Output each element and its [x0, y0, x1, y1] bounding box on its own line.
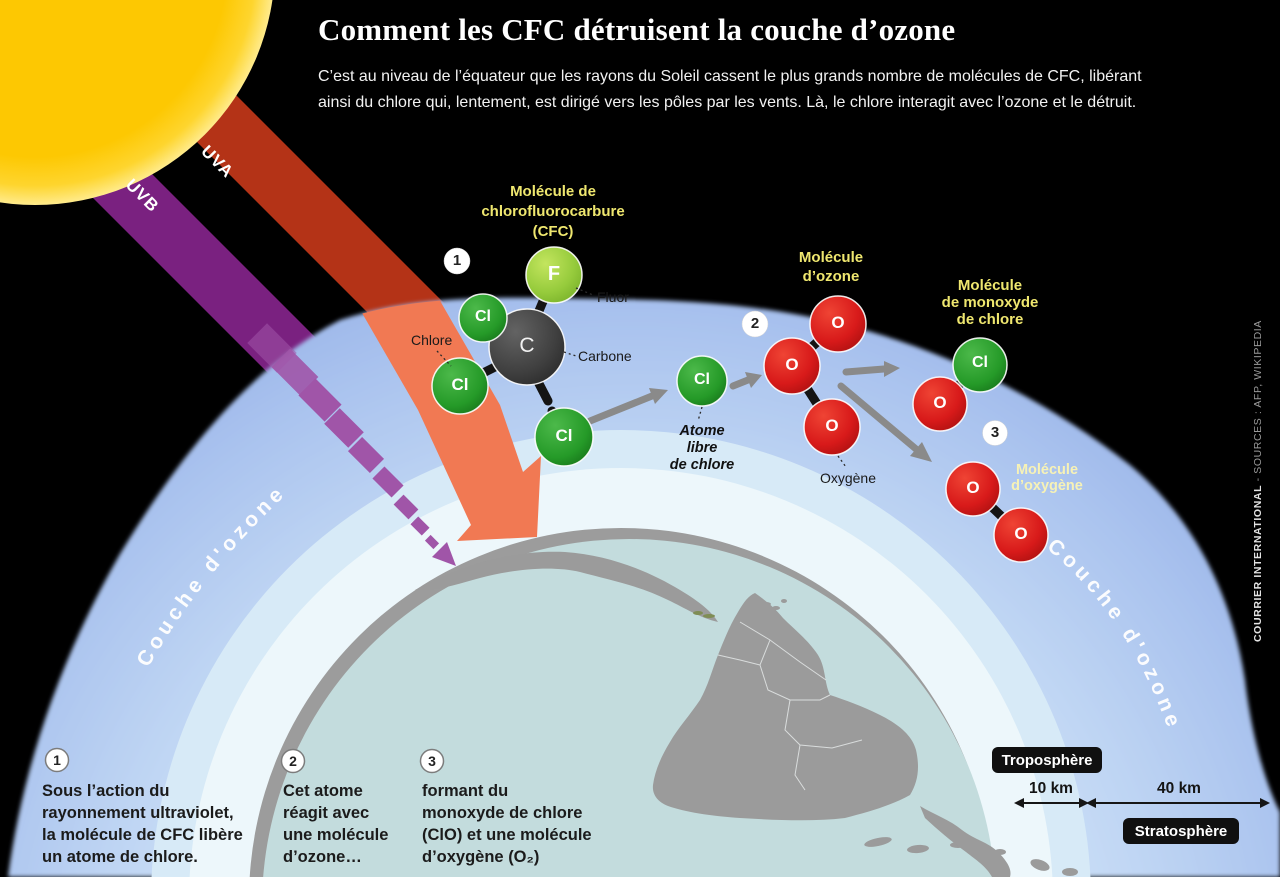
sun: [0, 0, 273, 205]
page-subtitle: C’est au niveau de l’équateur que les ra…: [318, 64, 1218, 116]
atom-oxygen-ozone-mid: [763, 337, 821, 395]
legend-3-line4: d’oxygène (O₂): [422, 848, 540, 866]
atom-oxygen-o2-top: [945, 461, 1001, 517]
chlorine-symbol-1: Cl: [475, 308, 491, 325]
clo-title-line2: de monoxyde: [941, 294, 1039, 311]
step-circles: [44, 247, 1008, 774]
fluor-callout: Fluor: [597, 289, 629, 305]
atom-chlorine-1: [458, 293, 508, 343]
legend-3-line3: (ClO) et une molécule: [422, 826, 592, 844]
legend-2-line3: une molécule: [283, 826, 389, 844]
legend-2-line2: réagit avec: [283, 804, 370, 822]
atom-chlorine-clo: [952, 337, 1008, 393]
free-chlorine-label: Atome libre de chlore: [642, 423, 762, 474]
clo-title-line1: Molécule: [957, 277, 1023, 294]
step-2-marker: 2: [750, 315, 760, 332]
atom-oxygen-clo: [912, 376, 968, 432]
atom-oxygen-ozone-bot: [803, 398, 861, 456]
ozone-title-line1: Molécule: [798, 249, 864, 266]
reaction-arrows: [586, 361, 932, 462]
oxygen-symbol-ozone-bot: O: [825, 416, 839, 435]
chlore-callout: Chlore: [411, 332, 453, 348]
legend-2-number: 2: [289, 753, 297, 769]
o2-molecule-title: Molécule d’oxygène: [967, 462, 1127, 494]
free-cl-line3: de chlore: [669, 457, 735, 473]
chlorine-symbol-free: Cl: [694, 371, 710, 388]
legend-3-text: formant du monoxyde de chlore (ClO) et u…: [422, 780, 592, 868]
chlorine-symbol-3: Cl: [555, 426, 573, 445]
legend-3-line1: formant du: [422, 782, 509, 800]
free-cl-line2: libre: [686, 440, 718, 456]
atom-chlorine-free: [676, 355, 728, 407]
stratosphere-distance: 40 km: [1157, 780, 1201, 797]
islands-caribbean: [864, 806, 1078, 877]
callout-leaders: [436, 287, 847, 468]
oxygene-callout: Oxygène: [819, 470, 877, 486]
troposphere-distance: 10 km: [1029, 780, 1073, 797]
km-arrows: [1014, 798, 1270, 808]
cfc-molecule-title: Molécule de chlorofluorocarbure (CFC): [433, 182, 673, 242]
oxygen-symbol-ozone-mid: O: [785, 355, 799, 374]
step-1-marker: 1: [452, 252, 462, 269]
cfc-title-line1: Molécule de: [510, 183, 596, 200]
legend-1-line1: Sous l’action du: [42, 782, 170, 800]
ozone-title-line2: d’ozone: [802, 268, 860, 285]
legend-2-line4: d’ozone…: [283, 848, 362, 866]
carbone-callout: Carbone: [578, 348, 632, 364]
atom-chlorine-2: [431, 357, 489, 415]
legend-1-line2: rayonnement ultraviolet,: [42, 804, 234, 822]
stratosphere-badge-label: Stratosphère: [1134, 822, 1228, 840]
atoms: [431, 246, 1049, 563]
chlorine-symbol-clo: Cl: [972, 354, 988, 371]
oxygen-symbol-o2-top: O: [966, 478, 980, 497]
legend-2-line1: Cet atome: [283, 782, 363, 800]
credit-line: COURRIER INTERNATIONAL - SOURCES : AFP, …: [1252, 90, 1264, 642]
islands-galapagos: [693, 611, 715, 618]
oxygen-symbol-ozone-top: O: [831, 313, 845, 332]
legend-1-line4: un atome de chlore.: [42, 848, 198, 866]
oxygen-symbol-clo: O: [933, 393, 947, 412]
legend-1-line3: la molécule de CFC libère: [42, 826, 243, 844]
ozone-molecule-title: Molécule d’ozone: [751, 248, 911, 286]
o2-title-line1: Molécule: [1015, 462, 1079, 478]
fluorine-symbol: F: [547, 263, 561, 285]
page-title: Comment les CFC détruisent la couche d’o…: [318, 12, 956, 47]
credit-publisher: COURRIER INTERNATIONAL: [1252, 484, 1264, 642]
atom-chlorine-3: [534, 407, 594, 467]
cfc-title-line2: chlorofluorocarbure: [481, 203, 625, 220]
uvb-dashed-arrow: [247, 323, 456, 566]
country-borders: [717, 621, 863, 791]
step-3-marker: 3: [990, 424, 1000, 441]
subtitle-line-1: C’est au niveau de l’équateur que les ra…: [318, 68, 1142, 85]
cfc-title-line3: (CFC): [532, 223, 574, 240]
atom-fluorine: [525, 246, 583, 304]
stratosphere-badge: Stratosphère: [1123, 818, 1239, 844]
troposphere-badge: Troposphère: [992, 747, 1102, 773]
legend-1-text: Sous l’action du rayonnement ultraviolet…: [42, 780, 243, 868]
credit-sources: - SOURCES : AFP, WIKIPEDIA: [1252, 320, 1264, 485]
free-cl-line1: Atome: [679, 423, 725, 439]
atom-carbon: [488, 308, 566, 386]
legend-2-text: Cet atome réagit avec une molécule d’ozo…: [283, 780, 388, 868]
clo-molecule-title: Molécule de monoxyde de chlore: [910, 277, 1070, 328]
subtitle-line-2: ainsi du chlore qui, lentement, est diri…: [318, 94, 1137, 111]
carbon-symbol: C: [519, 334, 535, 357]
chlorine-symbol-2: Cl: [451, 375, 469, 394]
legend-3-number: 3: [428, 753, 436, 769]
legend-1-number: 1: [53, 752, 61, 768]
oxygen-symbol-o2-bot: O: [1014, 524, 1028, 543]
landmass-south-america: [652, 593, 918, 821]
atom-oxygen-o2-bot: [993, 507, 1049, 563]
o2-title-line2: d’oxygène: [1011, 478, 1083, 494]
troposphere-badge-label: Troposphère: [1001, 751, 1093, 769]
clo-title-line3: de chlore: [956, 311, 1024, 328]
atom-oxygen-ozone-top: [809, 295, 867, 353]
legend-3-line2: monoxyde de chlore: [422, 804, 583, 822]
